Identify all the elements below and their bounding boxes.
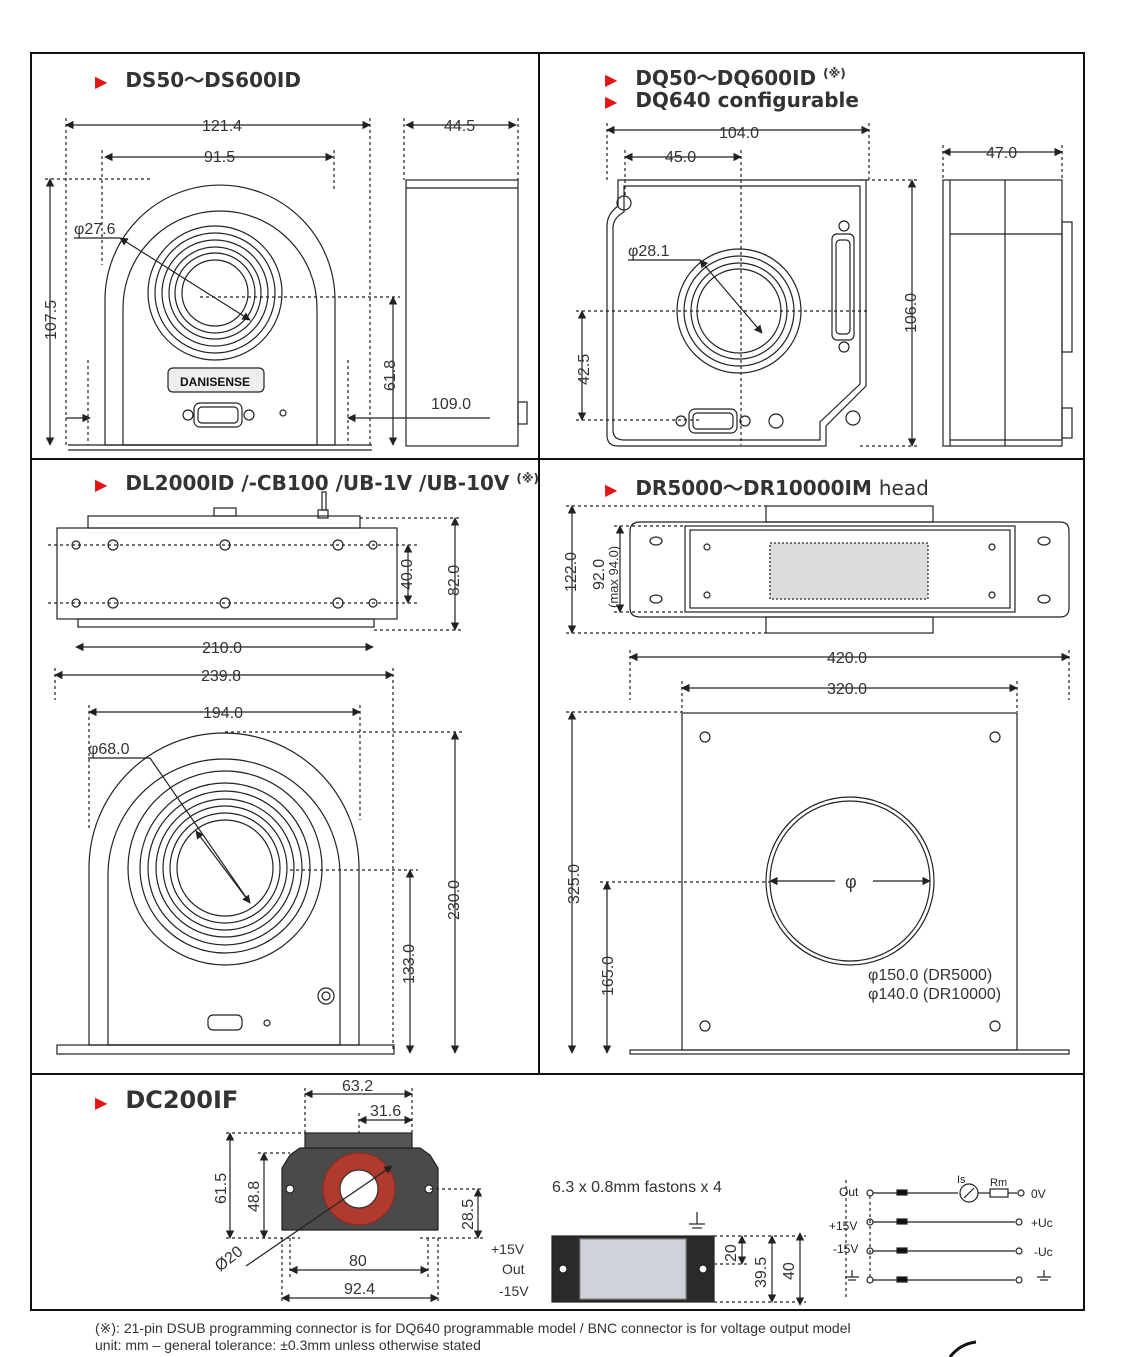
dr-title: ▶DR5000～DR10000IM head [605,476,929,500]
ds-drawing [45,118,528,451]
ds-dim-mount: 109.0 [431,396,471,413]
dc-dim-height: 61.5 [213,1173,230,1204]
dr-dim-head-h: 122.0 [563,552,580,592]
dr-dim-inner-h: 92.0 [591,559,608,590]
panel-frame-dc [30,1073,1085,1311]
dq-title-2: ▶DQ640 configurable [605,88,859,112]
dc-dim-base-w: 92.4 [344,1281,375,1298]
dc-sch-puc: +Uc [1031,1216,1053,1230]
dc-dim-w-total: 63.2 [342,1078,373,1095]
dl-dim-labels: 40.0 82.0 210.0 239.8 194.0 φ68.0 230.0 … [88,559,463,984]
dc-dim-w-half: 31.6 [370,1103,401,1120]
ds-dim-height: 107.5 [43,300,60,340]
dr-dim-plate-w: 420.0 [827,650,867,667]
dc-side-h1: 20 [723,1244,740,1262]
ds-dim-depth: 44.5 [444,118,475,135]
dl-dim-height: 230.0 [446,880,463,920]
dr-dim-phi: φ [845,872,857,892]
dc-dim-inner-h: 48.8 [246,1181,263,1212]
dc-dim-body-w: 80 [349,1253,367,1270]
footnote-line-1: (※): 21-pin DSUB programming connector i… [95,1320,851,1336]
dc-sch-out: Out [839,1185,859,1199]
dr-dim-labels: 122.0 92.0 (max 94.0) 420.0 320.0 325.0 … [563,546,1001,1003]
ds-dim-bore: φ27.6 [74,221,116,238]
dl-dim-center-h: 133.0 [401,944,418,984]
dl-dim-bore: φ68.0 [88,741,130,758]
dr-drawing [566,505,1070,1055]
dq-dim-height: 106.0 [903,293,920,333]
dc-dim-bore: Ø20 [212,1243,246,1275]
ds-dim-w-outer: 121.4 [202,118,242,135]
dc-title: ▶DC200IF [95,1086,239,1114]
dc-side-h3: 40 [781,1262,798,1280]
ds-dim-center-h: 61.8 [382,360,399,391]
dr-dim-inner-h-max: (max 94.0) [606,546,621,608]
dl-dim-hole-pitch: 40.0 [399,559,416,590]
dc-dim-center-h: 28.5 [460,1199,477,1230]
ds-dim-labels: 121.4 91.5 44.5 φ27.6 107.5 61.8 109.0 D… [43,118,475,413]
dq-dim-center-h: 42.5 [576,354,593,385]
dr-dim-bore-1: φ150.0 (DR5000) [868,967,992,984]
dl-dim-top-w: 210.0 [202,640,242,657]
dc-sch-is: Is [957,1174,966,1186]
dc-sch-m15: -15V [833,1242,858,1256]
dc-pin-out: Out [502,1261,525,1277]
dq-dim-width: 104.0 [719,125,759,142]
dq-dim-center-x: 45.0 [665,149,696,166]
footnote-line-2: unit: mm – general tolerance: ±0.3mm unl… [95,1337,481,1353]
corner-logo-fragment [948,1340,977,1357]
dr-dim-body-w: 320.0 [827,681,867,698]
dq-drawing [576,123,1073,447]
dr-dim-center-h: 165.0 [600,956,617,996]
dl-dim-body-w: 194.0 [203,705,243,722]
dq-dim-labels: 104.0 45.0 47.0 φ28.1 106.0 42.5 [576,125,1017,385]
dr-dim-bore-2: φ140.0 (DR10000) [868,986,1001,1003]
dc-sch-rm: Rm [990,1177,1007,1189]
dr-dim-height: 325.0 [566,864,583,904]
dc-pin-p15: +15V [491,1241,525,1257]
dc-sch-muc: -Uc [1034,1245,1053,1259]
ds-logo: DANISENSE [180,375,250,389]
dl-dim-top-h: 82.0 [446,565,463,596]
dc-dim-labels: 63.2 31.6 61.5 48.8 28.5 Ø20 80 92.4 6.3… [212,1078,1053,1299]
dc-drawing [225,1088,1051,1306]
dc-sch-0v: 0V [1031,1187,1046,1201]
dq-dim-bore: φ28.1 [628,243,670,260]
ds-title: ▶DS50～DS600ID [95,68,301,92]
dc-pin-m15: -15V [499,1283,529,1299]
dc-sch-p15: +15V [829,1219,857,1233]
ds-dim-w-inner: 91.5 [204,149,235,166]
dl-dim-base-w: 239.8 [201,668,241,685]
dq-title: ▶DQ50～DQ600ID (※) [605,66,846,90]
dc-side-h2: 39.5 [753,1257,770,1288]
dl-title: ▶DL2000ID /-CB100 /UB-1V /UB-10V (※) [95,471,540,495]
dc-fastons-label: 6.3 x 0.8mm fastons x 4 [552,1179,722,1196]
dq-dim-depth: 47.0 [986,145,1017,162]
dl-drawing [48,491,462,1055]
